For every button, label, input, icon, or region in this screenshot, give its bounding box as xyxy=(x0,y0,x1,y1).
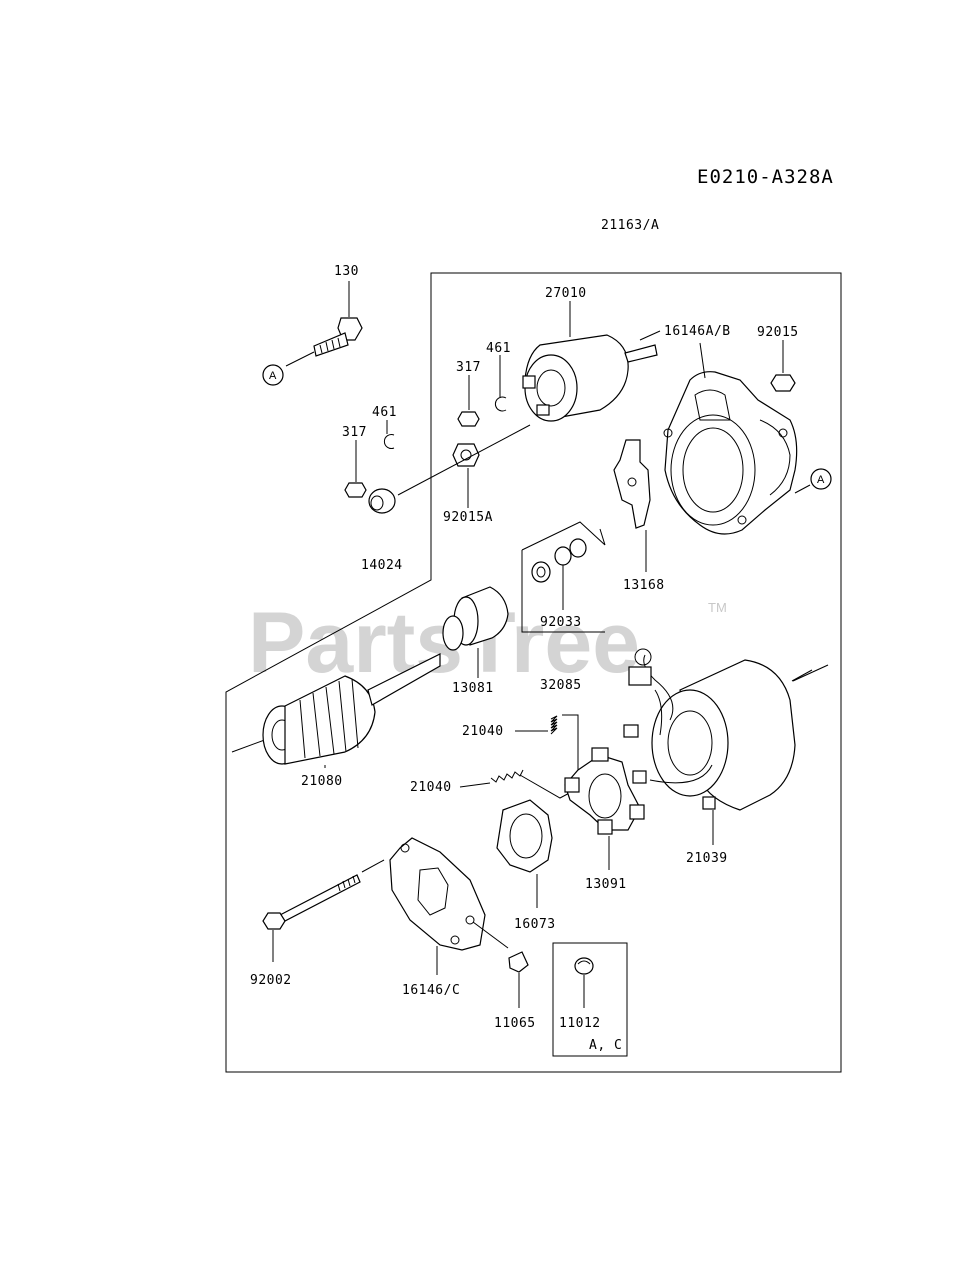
part-27010-solenoid[interactable]: 27010 xyxy=(522,286,661,422)
label-317-lower: 317 xyxy=(342,425,367,440)
label-27010: 27010 xyxy=(545,286,587,301)
assembly-frame xyxy=(225,272,842,1073)
part-92033-rings[interactable]: 92033 xyxy=(531,538,587,630)
part-11065-cap[interactable]: 11065 xyxy=(494,951,536,1031)
leader-axis-upper xyxy=(397,424,531,496)
diagram-code: E0210-A328A xyxy=(697,166,834,188)
svg-text:A: A xyxy=(269,370,277,382)
label-461-lower: 461 xyxy=(372,405,397,420)
label-130: 130 xyxy=(334,264,359,279)
part-461-clip-lower[interactable]: 461 xyxy=(372,405,397,449)
part-92015a-nut[interactable]: 92015A xyxy=(443,443,493,525)
part-21080-armature[interactable]: 21080 xyxy=(231,653,441,789)
part-16073-plate[interactable]: 16073 xyxy=(496,799,556,932)
watermark-text: PartsTree xyxy=(248,595,640,691)
part-16146c-rear-cover[interactable]: 16146/C xyxy=(389,837,486,998)
label-13091: 13091 xyxy=(585,877,627,892)
label-317-upper: 317 xyxy=(456,360,481,375)
ref-a-circle-left: A xyxy=(262,364,284,386)
part-13081-pinion[interactable]: 13081 xyxy=(442,586,509,696)
label-13168: 13168 xyxy=(623,578,665,593)
label-11065: 11065 xyxy=(494,1016,536,1031)
part-92015-nut[interactable]: 92015 xyxy=(757,325,799,392)
label-21039: 21039 xyxy=(686,851,728,866)
label-note-ac: A, C xyxy=(589,1038,622,1053)
part-92002-through-bolt[interactable]: 92002 xyxy=(250,859,385,988)
ref-a-circle-right: A xyxy=(810,468,832,490)
part-317-nut-upper[interactable]: 317 xyxy=(456,360,481,427)
part-317-nut-lower[interactable]: 317 xyxy=(342,425,367,498)
label-32085: 32085 xyxy=(540,678,582,693)
part-461-clip-upper[interactable]: 461 xyxy=(486,341,511,412)
label-21040-lower: 21040 xyxy=(410,780,452,795)
part-21040-spring-lower[interactable]: 21040 xyxy=(410,769,576,799)
label-14024: 14024 xyxy=(361,558,403,573)
label-92002: 92002 xyxy=(250,973,292,988)
label-21040-upper: 21040 xyxy=(462,724,504,739)
label-16146c: 16146/C xyxy=(402,983,460,998)
plunger-cap xyxy=(368,488,396,514)
label-16073: 16073 xyxy=(514,917,556,932)
part-13168-shift-lever[interactable]: 13168 xyxy=(613,439,665,593)
label-461-upper: 461 xyxy=(486,341,511,356)
label-21080: 21080 xyxy=(301,774,343,789)
part-21039-yoke[interactable]: 21039 xyxy=(623,648,829,866)
part-130-bolt[interactable]: 130 xyxy=(285,264,363,367)
bracket-32085 xyxy=(521,521,606,633)
label-92033: 92033 xyxy=(540,615,582,630)
assembly-number: 21163/A xyxy=(601,218,659,233)
watermark-trademark: TM xyxy=(708,600,727,615)
label-92015: 92015 xyxy=(757,325,799,340)
label-16146ab: 16146A/B xyxy=(664,324,731,339)
part-11012-cap-box[interactable]: 11012 A, C xyxy=(552,942,628,1057)
label-11012: 11012 xyxy=(559,1016,601,1031)
label-13081: 13081 xyxy=(452,681,494,696)
part-13091-brush-holder[interactable]: 13091 xyxy=(564,747,645,892)
svg-text:A: A xyxy=(817,474,825,486)
label-92015a: 92015A xyxy=(443,510,493,525)
part-16146-front-housing[interactable] xyxy=(663,342,811,535)
part-21040-spring-upper[interactable]: 21040 xyxy=(462,714,579,770)
leader-cover-to-cap xyxy=(472,921,509,949)
